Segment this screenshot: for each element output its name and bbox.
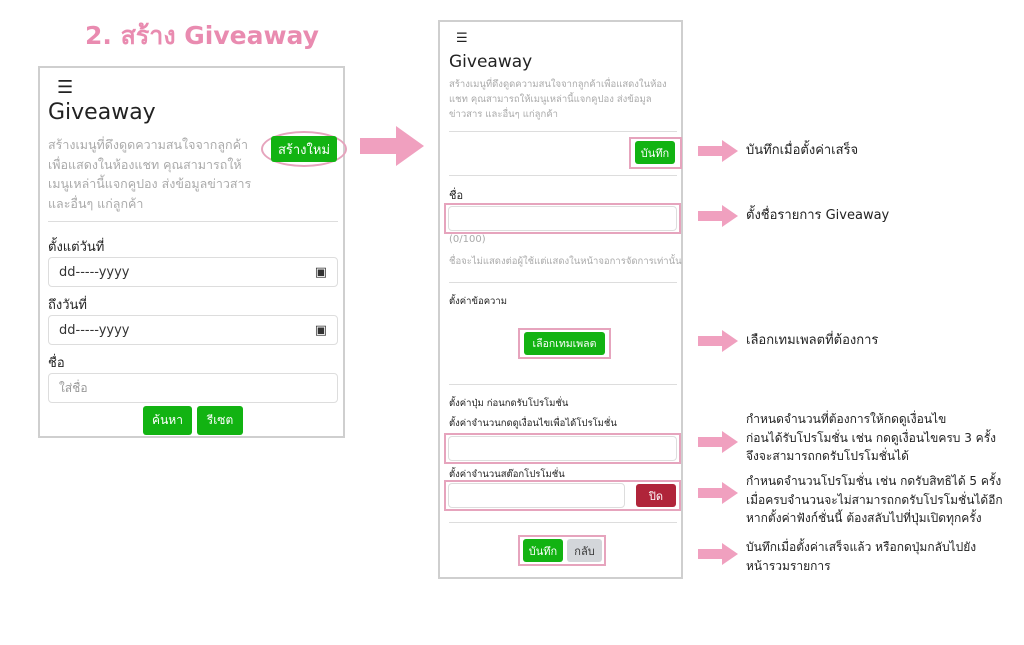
to-date-input[interactable]: dd-----yyyy ▣ [48, 315, 338, 345]
page-description: สร้างเมนูที่ดึงดูดความสนใจจากลูกค้า เพื่… [48, 135, 251, 213]
from-date-value: dd-----yyyy [59, 264, 130, 280]
hamburger-menu-icon[interactable]: ☰ [57, 77, 74, 98]
page-title: Giveaway [449, 52, 533, 72]
arrow-icon [698, 482, 738, 504]
reset-button[interactable]: รีเซต [197, 406, 243, 435]
note-line: ตั้งชื่อรายการ Giveaway [746, 208, 890, 223]
note-line: กำหนดจำนวนโปรโมชั่น เช่น กดรับสิทธิได้ 5… [746, 474, 1002, 488]
desc-line: เพื่อแสดงในห้องแชท คุณสามารถให้ [48, 156, 242, 172]
name-label: ชื่อ [449, 189, 464, 202]
divider [449, 522, 677, 523]
condition-count-label: ตั้งค่าจำนวนกดดูเงื่อนไขเพื่อได้โปรโมชั่… [449, 418, 617, 429]
name-counter: (0/100) [449, 234, 486, 245]
to-date-value: dd-----yyyy [59, 322, 130, 338]
arrow-icon [698, 543, 738, 565]
highlight-box [518, 328, 611, 359]
divider [449, 384, 677, 385]
desc-line: สร้างเมนูที่ดึงดูดความสนใจจากลูกค้า [48, 137, 248, 152]
hamburger-menu-icon[interactable]: ☰ [456, 31, 468, 46]
save-button-top[interactable]: บันทึก [635, 141, 675, 164]
stock-toggle-button[interactable]: ปิด [636, 484, 676, 507]
stock-label: ตั้งค่าจำนวนสต๊อกโปรโมชั่น [449, 469, 565, 480]
highlight-box [518, 535, 606, 566]
note-line: หน้ารวมรายการ [746, 558, 831, 573]
page-title: Giveaway [48, 100, 156, 125]
search-button[interactable]: ค้นหา [143, 406, 192, 435]
highlight-box [444, 433, 681, 464]
note-line: หากตั้งค่าฟังก์ชั่นนี้ ต้องสลับไปที่ปุ่ม… [746, 511, 982, 525]
select-template-button[interactable]: เลือกเทมเพลต [524, 332, 605, 355]
note-line: เมื่อครบจำนวนจะไม่สามารถกดรับโปรโมชั่นได… [746, 492, 1003, 507]
big-arrow-icon [360, 126, 424, 166]
note-line: จึงจะสามารถกดรับโปรโมชั่นได้ [746, 449, 909, 463]
arrow-icon [698, 431, 738, 453]
annotation-save-back: บันทึกเมื่อตั้งค่าเสร็จแล้ว หรือกดปุ่มกล… [746, 538, 976, 575]
arrow-icon [698, 330, 738, 352]
highlight-box [444, 203, 681, 234]
annotation-condition-count: กำหนดจำนวนที่ต้องการให้กดดูเงื่อนไข ก่อน… [746, 410, 996, 466]
annotation-template: เลือกเทมเพลตที่ต้องการ [746, 331, 878, 351]
name-label: ชื่อ [48, 356, 65, 371]
note-line: กำหนดจำนวนที่ต้องการให้กดดูเงื่อนไข [746, 412, 947, 426]
annotation-save: บันทึกเมื่อตั้งค่าเสร็จ [746, 141, 858, 161]
calendar-icon[interactable]: ▣ [314, 264, 327, 280]
note-line: เลือกเทมเพลตที่ต้องการ [746, 333, 879, 348]
divider [449, 131, 677, 132]
highlight-box [629, 137, 682, 169]
note-line: บันทึกเมื่อตั้งค่าเสร็จ [746, 143, 859, 158]
arrow-icon [698, 205, 738, 227]
giveaway-list-screen: ☰ Giveaway สร้างเมนูที่ดึงดูดความสนใจจาก… [38, 66, 347, 438]
guide-heading: 2. สร้าง Giveaway [85, 21, 319, 50]
save-button[interactable]: บันทึก [523, 539, 563, 562]
page-description: สร้างเมนูที่ดึงดูดความสนใจจากลูกค้าเพื่อ… [449, 77, 667, 122]
arrow-icon [698, 140, 738, 162]
note-line: บันทึกเมื่อตั้งค่าเสร็จแล้ว หรือกดปุ่มกล… [746, 540, 977, 554]
from-date-label: ตั้งแต่วันที่ [48, 240, 105, 255]
desc-line: เมนูเหล่านี้แจกคูปอง ส่งข้อมูลข่าวสาร [48, 176, 252, 191]
to-date-label: ถึงวันที่ [48, 298, 87, 313]
divider [449, 175, 677, 176]
divider [449, 282, 677, 283]
condition-count-input[interactable] [448, 436, 677, 461]
stock-input[interactable] [448, 483, 625, 508]
from-date-input[interactable]: dd-----yyyy ▣ [48, 257, 338, 287]
name-hint: ชื่อจะไม่แสดงต่อผู้ใช้แต่แสดงในหน้าจอการ… [449, 256, 682, 267]
create-new-button[interactable]: สร้างใหม่ [271, 136, 337, 162]
note-line: ก่อนได้รับโปรโมชั่น เช่น กดดูเงื่อนไขครบ… [746, 430, 997, 445]
giveaway-form-screen: ☰ Giveaway สร้างเมนูที่ดึงดูดความสนใจจาก… [438, 20, 683, 579]
name-search-input[interactable]: ใส่ชื่อ [48, 373, 338, 403]
name-placeholder: ใส่ชื่อ [59, 380, 88, 395]
desc-line: ข่าวสาร และอื่นๆ แก่ลูกค้า [449, 109, 558, 120]
desc-line: และอื่นๆ แก่ลูกค้า [48, 195, 144, 211]
desc-line: สร้างเมนูที่ดึงดูดความสนใจจากลูกค้าเพื่อ… [449, 79, 667, 90]
back-button[interactable]: กลับ [567, 539, 602, 562]
divider [48, 221, 338, 222]
message-section-label: ตั้งค่าข้อความ [449, 296, 507, 307]
button-section-label: ตั้งค่าปุ่ม ก่อนกดรับโปรโมชั่น [449, 398, 569, 409]
desc-line: แชท คุณสามารถให้เมนูเหล่านี้แจกคูปอง ส่ง… [449, 94, 652, 105]
create-highlight-ellipse [261, 131, 347, 167]
calendar-icon[interactable]: ▣ [314, 322, 327, 338]
name-input[interactable] [448, 206, 677, 231]
annotation-stock: กำหนดจำนวนโปรโมชั่น เช่น กดรับสิทธิได้ 5… [746, 472, 1003, 528]
highlight-box [444, 480, 681, 511]
annotation-name: ตั้งชื่อรายการ Giveaway [746, 206, 889, 226]
